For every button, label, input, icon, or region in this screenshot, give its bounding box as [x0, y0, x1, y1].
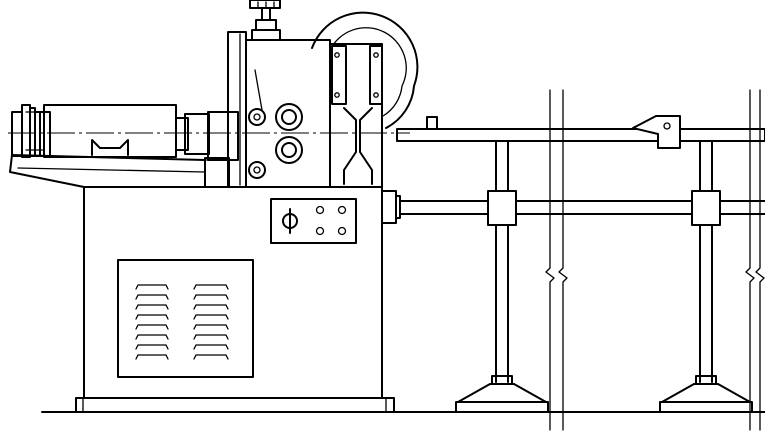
tilted-support-block: [9, 154, 206, 188]
rail-mount-block: [381, 190, 401, 224]
vertical-cutter-plate: [329, 43, 383, 188]
support-stands: [455, 140, 753, 413]
louver-slot: [135, 324, 169, 330]
louver-slot: [193, 324, 229, 330]
feed-housing: [39, 104, 239, 188]
section-break-lines: [545, 89, 765, 431]
louvered-vent-panel: [117, 259, 254, 378]
louver-slot: [135, 304, 169, 310]
louver-slot: [135, 334, 169, 340]
louver-slot: [193, 304, 229, 310]
louver-slot: [193, 354, 229, 360]
louver-slot: [135, 294, 169, 300]
feed-coupling: [11, 104, 45, 158]
louver-slot: [193, 284, 229, 290]
guide-tube-end-stop: [632, 115, 681, 149]
louver-slot: [193, 314, 229, 320]
louver-slot: [193, 294, 229, 300]
machine-cabinet: [83, 186, 383, 399]
machine-base-plate: [75, 397, 395, 413]
louver-slot: [135, 354, 169, 360]
louver-slot: [193, 334, 229, 340]
handwheel: [249, 0, 281, 41]
straightening-rollers: [248, 103, 303, 179]
control-panel: [270, 198, 357, 244]
louver-slot: [193, 344, 229, 350]
louver-slot: [135, 314, 169, 320]
output-guide-tube: [396, 116, 765, 142]
louver-slot: [135, 344, 169, 350]
support-stand: [659, 140, 753, 413]
vent-louvers: [135, 284, 229, 360]
wire-coil-drum: [311, 11, 419, 129]
louver-slot: [135, 284, 169, 290]
support-stand: [455, 140, 549, 413]
